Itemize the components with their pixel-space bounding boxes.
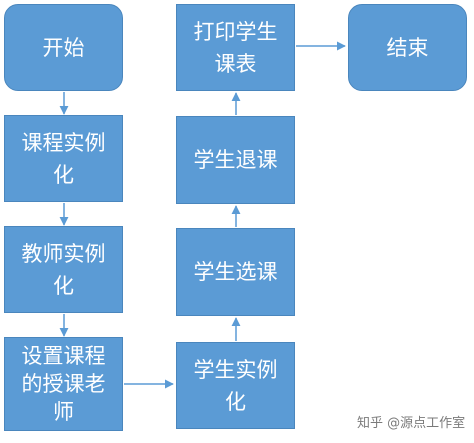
node-student-drop-label: 学生退课 xyxy=(193,148,278,172)
node-student-select: 学生选课 xyxy=(176,228,295,316)
node-set-teacher: 设置课程的授课老师 xyxy=(4,337,123,431)
node-end-label: 结束 xyxy=(386,35,429,60)
node-end: 结束 xyxy=(348,4,467,91)
node-student-drop: 学生退课 xyxy=(176,116,295,204)
node-start-label: 开始 xyxy=(42,35,85,60)
node-student-instance-label: 学生实例化 xyxy=(193,357,278,414)
node-start: 开始 xyxy=(4,4,123,91)
node-student-instance: 学生实例化 xyxy=(176,342,295,429)
node-course-instance: 课程实例化 xyxy=(4,115,123,202)
watermark: 知乎 @源点工作室 xyxy=(357,416,466,431)
node-print-schedule-label: 打印学生课表 xyxy=(193,19,278,76)
node-print-schedule: 打印学生课表 xyxy=(176,4,295,91)
node-set-teacher-label: 设置课程的授课老师 xyxy=(21,344,106,424)
node-course-instance-label: 课程实例化 xyxy=(21,130,106,187)
node-teacher-instance-label: 教师实例化 xyxy=(21,241,106,298)
node-teacher-instance: 教师实例化 xyxy=(4,226,123,313)
node-student-select-label: 学生选课 xyxy=(193,260,278,284)
